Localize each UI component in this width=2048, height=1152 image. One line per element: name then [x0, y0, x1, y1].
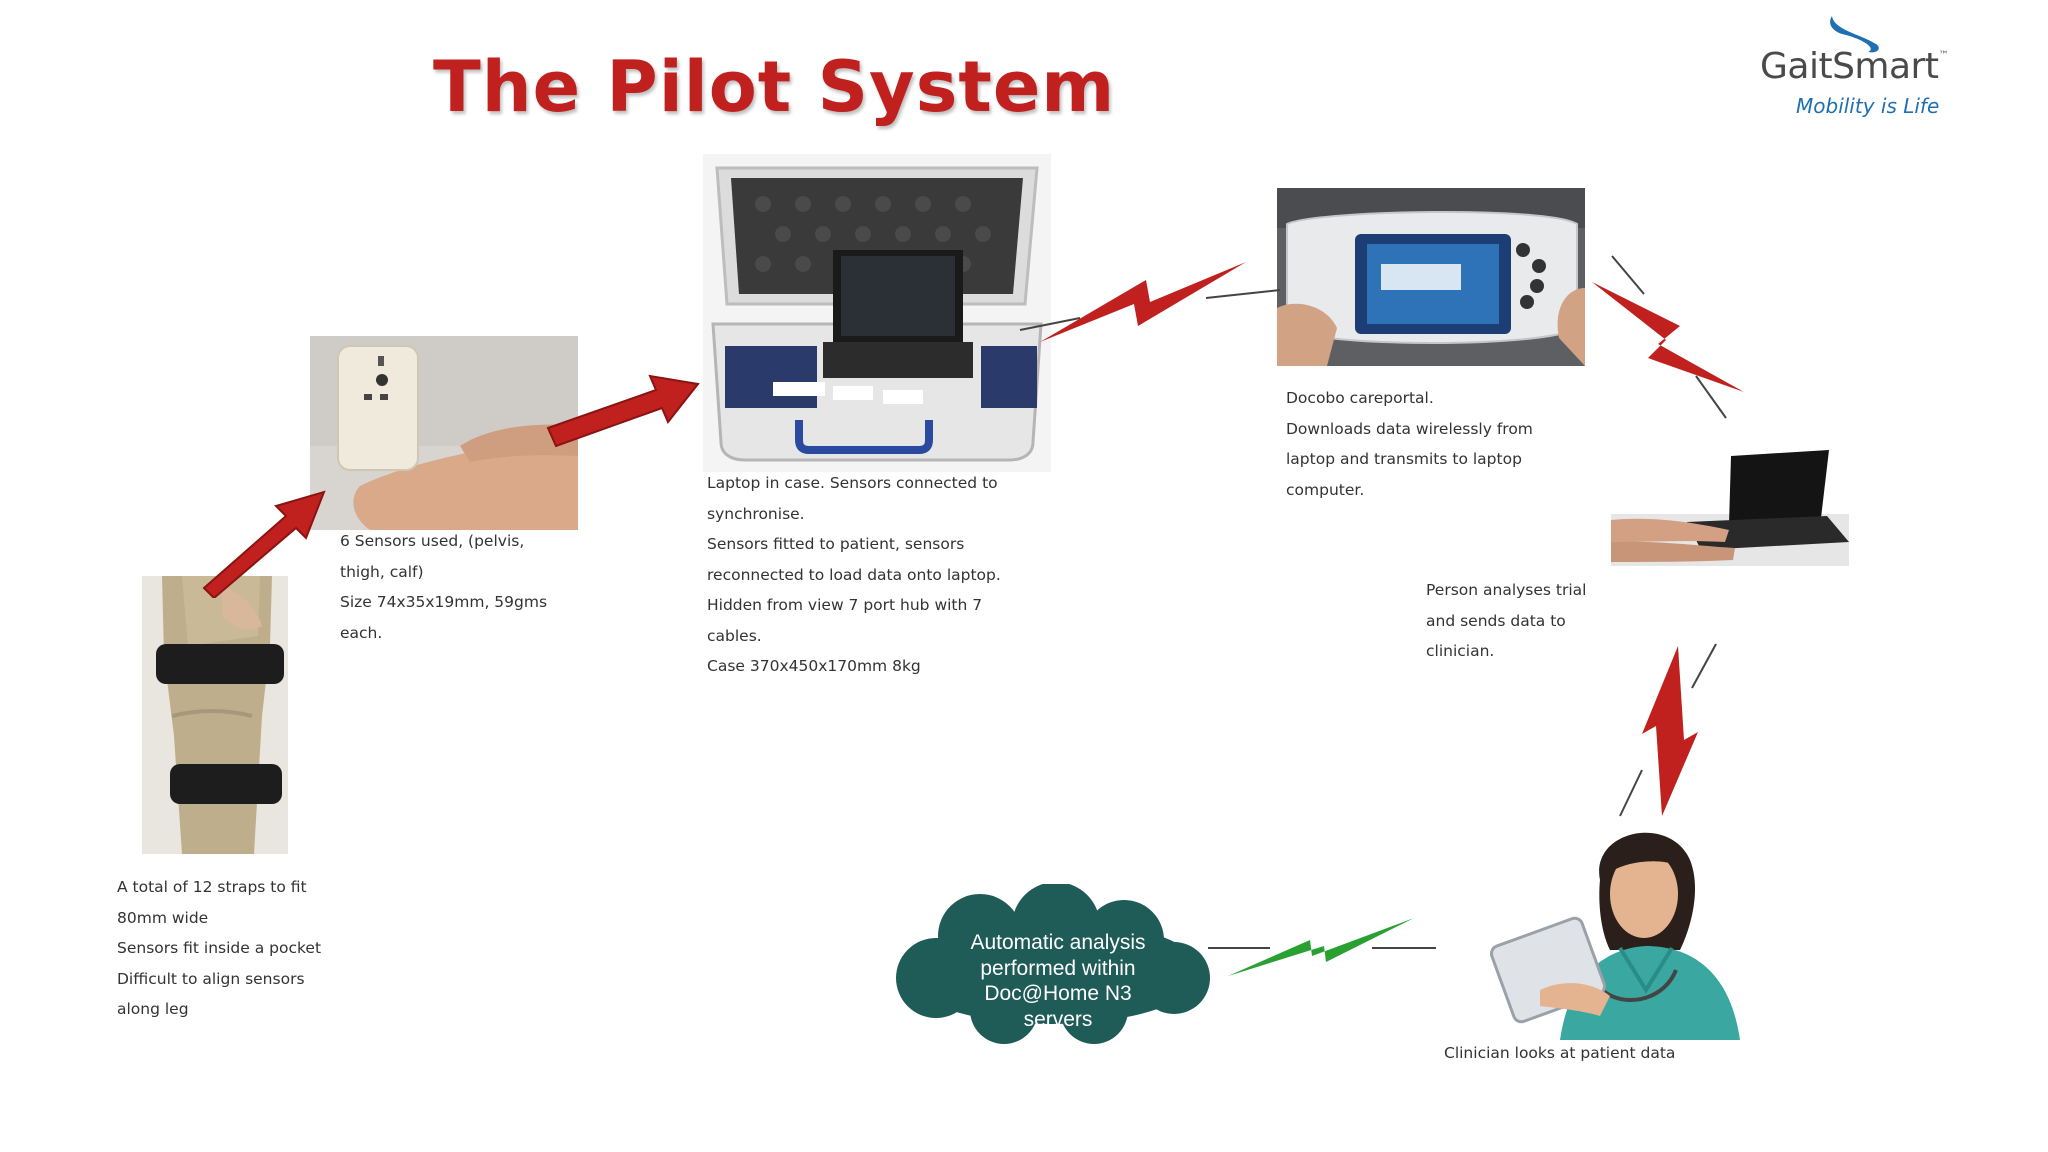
- logo-tagline: Mobility is Life: [1796, 94, 1940, 118]
- wireless-bolt-docobo-laptop: [1592, 255, 1744, 419]
- caption-line: Downloads data wirelessly from: [1286, 419, 1533, 438]
- logo-name: GaitSmart: [1760, 46, 1939, 87]
- caption-line: Size 74x35x19mm, 59gms: [340, 593, 548, 611]
- caption-clinician: Clinician looks at patient data: [1444, 1038, 1675, 1069]
- slide-title: The Pilot System: [433, 46, 1116, 128]
- logo-trademark: ™: [1938, 50, 1948, 61]
- sensor-in-hand-photo: [310, 336, 578, 530]
- cloud-line-4: servers: [1023, 1007, 1093, 1031]
- caption-sensors: 6 Sensors used, (pelvis, thigh, calf) Si…: [340, 526, 547, 648]
- flow-arrow-2: [546, 374, 700, 448]
- caption-line: Difficult to align sensors: [117, 969, 305, 988]
- caption-line: cables.: [707, 626, 762, 645]
- wireless-bolt-laptop-clinician: [1619, 643, 1717, 817]
- cloud-line-2: performed within: [980, 956, 1136, 980]
- cloud-text: Automatic analysis performed within Doc@…: [930, 930, 1186, 1032]
- caption-line: computer.: [1286, 480, 1365, 499]
- caption-line: Sensors fitted to patient, sensors: [707, 535, 965, 553]
- docobo-careportal-photo: [1277, 188, 1585, 366]
- flow-arrow-1: [202, 490, 326, 598]
- caption-line: Hidden from view 7 port hub with 7: [707, 596, 983, 614]
- hands-typing-laptop-photo: [1611, 450, 1849, 566]
- caption-line: clinician.: [1426, 642, 1495, 660]
- caption-docobo: Docobo careportal. Downloads data wirele…: [1286, 383, 1533, 505]
- caption-line: Person analyses trial: [1426, 581, 1587, 599]
- caption-line: thigh, calf): [340, 562, 424, 581]
- caption-line: Sensors fit inside a pocket: [117, 939, 322, 957]
- caption-line: along leg: [117, 1000, 189, 1018]
- caption-line: Case 370x450x170mm 8kg: [707, 657, 921, 675]
- caption-line: synchronise.: [707, 504, 805, 523]
- caption-straps: A total of 12 straps to fit 80mm wide Se…: [117, 872, 321, 1025]
- caption-person: Person analyses trial and sends data to …: [1426, 575, 1587, 667]
- cloud-line-1: Automatic analysis: [970, 931, 1146, 954]
- caption-line: 6 Sensors used, (pelvis,: [340, 532, 525, 550]
- wireless-bolt-cloud-clinician: [1208, 918, 1436, 976]
- caption-laptop-case: Laptop in case. Sensors connected to syn…: [707, 468, 1001, 682]
- logo-swoosh-icon: [1830, 16, 1879, 53]
- caption-line: A total of 12 straps to fit: [117, 878, 307, 896]
- caption-line: laptop and transmits to laptop: [1286, 450, 1522, 468]
- laptop-case-photo: [703, 154, 1051, 472]
- caption-line: reconnected to load data onto laptop.: [707, 565, 1001, 584]
- analysis-cloud: [896, 884, 1210, 1044]
- caption-line: Docobo careportal.: [1286, 389, 1434, 407]
- caption-line: each.: [340, 623, 383, 642]
- leg-straps-photo: [142, 576, 288, 854]
- caption-line: and sends data to: [1426, 611, 1566, 630]
- clinician-with-tablet-photo: [1440, 820, 1786, 1040]
- wireless-bolt-laptop-docobo: [1019, 262, 1281, 342]
- caption-line: 80mm wide: [117, 908, 209, 927]
- caption-line: Laptop in case. Sensors connected to: [707, 474, 998, 492]
- gaitsmart-logo: GaitSmart™ Mobility is Life: [1756, 8, 1976, 128]
- caption-line: Clinician looks at patient data: [1444, 1044, 1676, 1062]
- cloud-line-3: Doc@Home N3: [984, 982, 1132, 1005]
